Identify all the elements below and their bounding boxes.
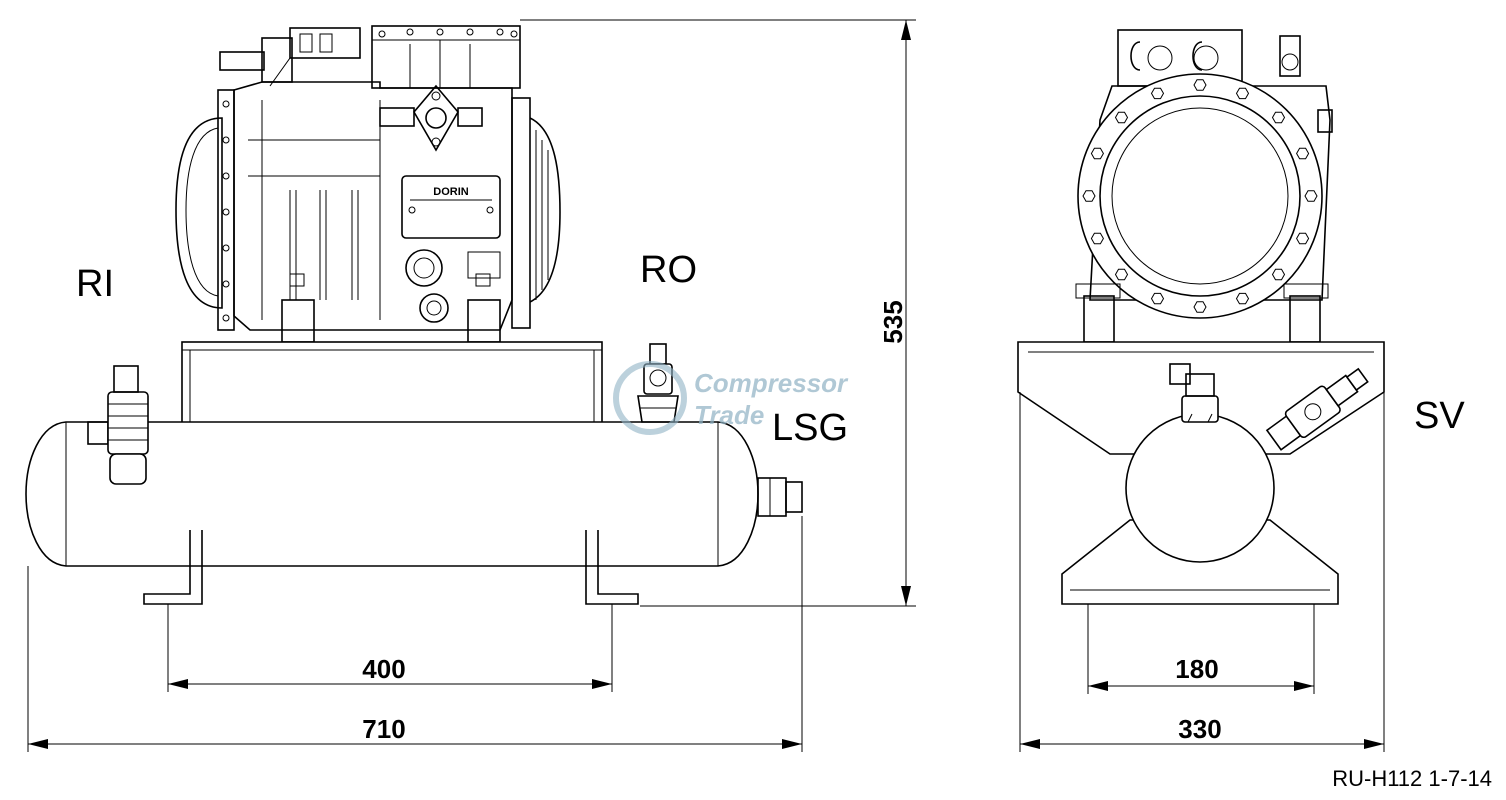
- dim-side-width-value: 330: [1178, 714, 1221, 744]
- flange-bolt: [1296, 232, 1310, 245]
- drawing-code: RU-H112 1-7-14: [1332, 766, 1492, 791]
- front-view: DORIN: [25, 19, 916, 752]
- dimension-height: 535: [520, 19, 916, 607]
- watermark: Compressor Trade: [613, 361, 849, 435]
- flange-bolt: [1150, 87, 1165, 100]
- watermark-line2: Trade: [694, 400, 764, 430]
- label-sv: SV: [1414, 395, 1465, 437]
- label-lsg: LSG: [772, 407, 848, 449]
- flange-bolt: [1090, 232, 1104, 245]
- label-ro: RO: [640, 249, 697, 291]
- watermark-line1: Compressor: [694, 368, 849, 398]
- flange-bolt: [1271, 111, 1286, 124]
- flange-bolt: [1114, 111, 1129, 124]
- flange-bolt: [1150, 292, 1165, 305]
- label-ri: RI: [76, 263, 114, 305]
- flange-bolt: [1090, 147, 1104, 160]
- compressor-side: [1075, 29, 1333, 343]
- receiver-side: [1125, 363, 1369, 563]
- dimension-side-width: 330: [1019, 392, 1385, 752]
- receiver-front: [25, 343, 803, 605]
- side-view: SV 180 330: [1017, 29, 1465, 752]
- dim-side-foot-spacing-value: 180: [1175, 654, 1218, 684]
- flange-bolt: [1271, 268, 1286, 281]
- flange-bolt: [1304, 190, 1318, 202]
- nameplate-text: DORIN: [433, 186, 469, 198]
- flange-bolt: [1193, 79, 1207, 91]
- dimension-foot-spacing: 400: [167, 604, 613, 692]
- dim-height-value: 535: [878, 300, 908, 343]
- flange-bolt: [1193, 301, 1207, 313]
- compressor-front: DORIN: [175, 25, 561, 343]
- flange-bolt: [1235, 87, 1250, 100]
- flange-bolt: [1235, 292, 1250, 305]
- dimension-total-length: 710: [27, 516, 803, 752]
- dim-total-length-value: 710: [362, 714, 405, 744]
- flange-bolt: [1114, 268, 1129, 281]
- dim-foot-spacing-value: 400: [362, 654, 405, 684]
- flange-bolt: [1296, 147, 1310, 160]
- flange-bolt: [1082, 190, 1096, 202]
- dimension-side-foot-spacing: 180: [1087, 604, 1315, 694]
